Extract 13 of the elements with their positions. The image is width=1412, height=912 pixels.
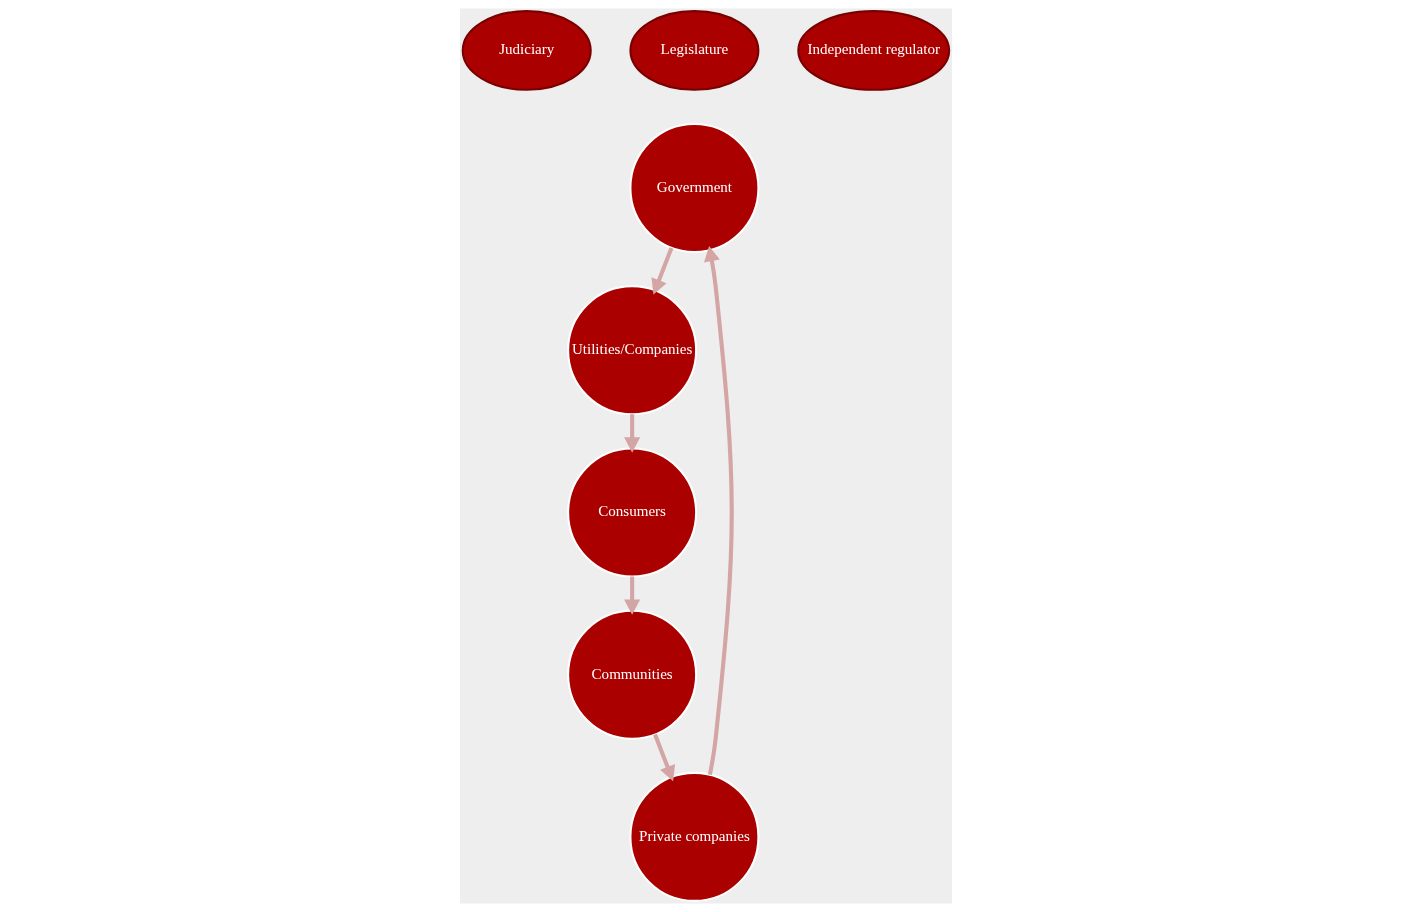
arrow bbox=[651, 247, 674, 295]
node-ellipse: Judiciary bbox=[461, 10, 592, 91]
node-circle: Consumers bbox=[567, 447, 698, 578]
arrow bbox=[624, 414, 641, 453]
arrow bbox=[704, 245, 734, 775]
arrow bbox=[653, 733, 676, 782]
node-circle: Communities bbox=[567, 609, 698, 740]
node-ellipse: Legislature bbox=[629, 10, 760, 91]
arrow bbox=[624, 576, 641, 615]
node-circle: Utilities/Companies bbox=[567, 285, 698, 416]
node-ellipse: Independent regulator bbox=[797, 10, 951, 91]
node-circle: Government bbox=[629, 123, 760, 254]
node-circle: Private companies bbox=[629, 771, 760, 902]
